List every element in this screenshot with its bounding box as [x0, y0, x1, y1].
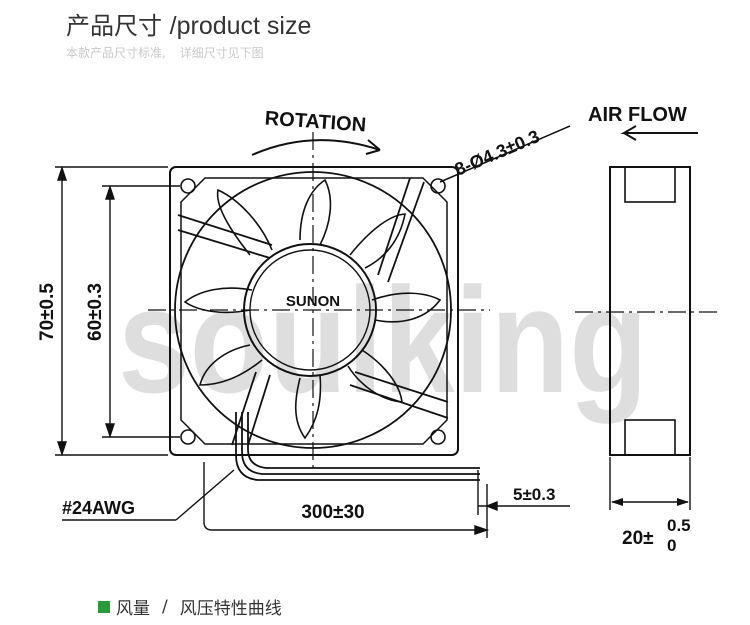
centerlines [148, 132, 490, 470]
page-subtitle: 本款产品尺寸标准, 详细尺寸见下图 [66, 44, 264, 61]
wire-gauge-leader [62, 469, 235, 521]
legend-right-label: 风压特性曲线 [179, 599, 282, 619]
mounting-hole-bl [180, 429, 196, 445]
fan-brand-label: SUNON [286, 293, 340, 310]
subtitle-part-b: 详细尺寸见下图 [179, 46, 264, 60]
wire-length-label: 300±30 [301, 502, 364, 523]
fan-side-view [575, 166, 722, 510]
wire-strip-label: 5±0.3 [513, 485, 555, 504]
page-title: 产品尺寸 /product size [66, 6, 311, 41]
wire-gauge-label: #24AWG [62, 498, 135, 518]
dim-outer-label: 70±0.5 [37, 283, 58, 341]
dim-hole-pitch-label: 60±0.3 [85, 283, 106, 341]
mounting-hole-tl [180, 178, 196, 194]
thickness-lower-tolerance: 0 [667, 536, 676, 555]
title-english: /product size [169, 12, 312, 40]
legend-separator: / [162, 596, 168, 617]
legend-square-icon [98, 600, 110, 613]
fan-front-view [148, 132, 490, 481]
mounting-hole-br [430, 429, 446, 445]
rotation-arrow [251, 139, 381, 156]
mounting-hole-tr [430, 178, 446, 194]
thickness-upper-tolerance: 0.5 [667, 516, 691, 535]
hole-spec-label: 8-Ø4.3±0.3 [452, 126, 543, 180]
airflow-label: AIR FLOW [588, 104, 687, 126]
dim-wire-length [203, 462, 490, 538]
subtitle-part-a: 本款产品尺寸标准, [66, 46, 166, 60]
dim-hole-pitch [102, 184, 180, 439]
fan-dimension-drawing: soulking [37, 104, 722, 555]
thickness-label: 20± [622, 528, 654, 549]
fan-outer-frame [169, 166, 459, 456]
rotation-arrow-head [365, 139, 381, 155]
dim-wire-strip [477, 470, 570, 515]
chart-legend: 风量 / 风压特性曲线 [98, 594, 282, 619]
dim-outer-height [55, 165, 168, 457]
airflow-arrow [620, 125, 698, 141]
side-bottom-flange [624, 419, 676, 456]
fan-wires [235, 412, 480, 481]
hole-spec-leader [439, 125, 571, 183]
mounting-holes [180, 178, 446, 445]
legend-left-label: 风量 [116, 599, 150, 619]
title-chinese: 产品尺寸 [66, 12, 162, 40]
watermark-text: soulking [118, 256, 648, 424]
rotation-label: ROTATION [264, 108, 367, 137]
side-top-flange [624, 166, 676, 203]
